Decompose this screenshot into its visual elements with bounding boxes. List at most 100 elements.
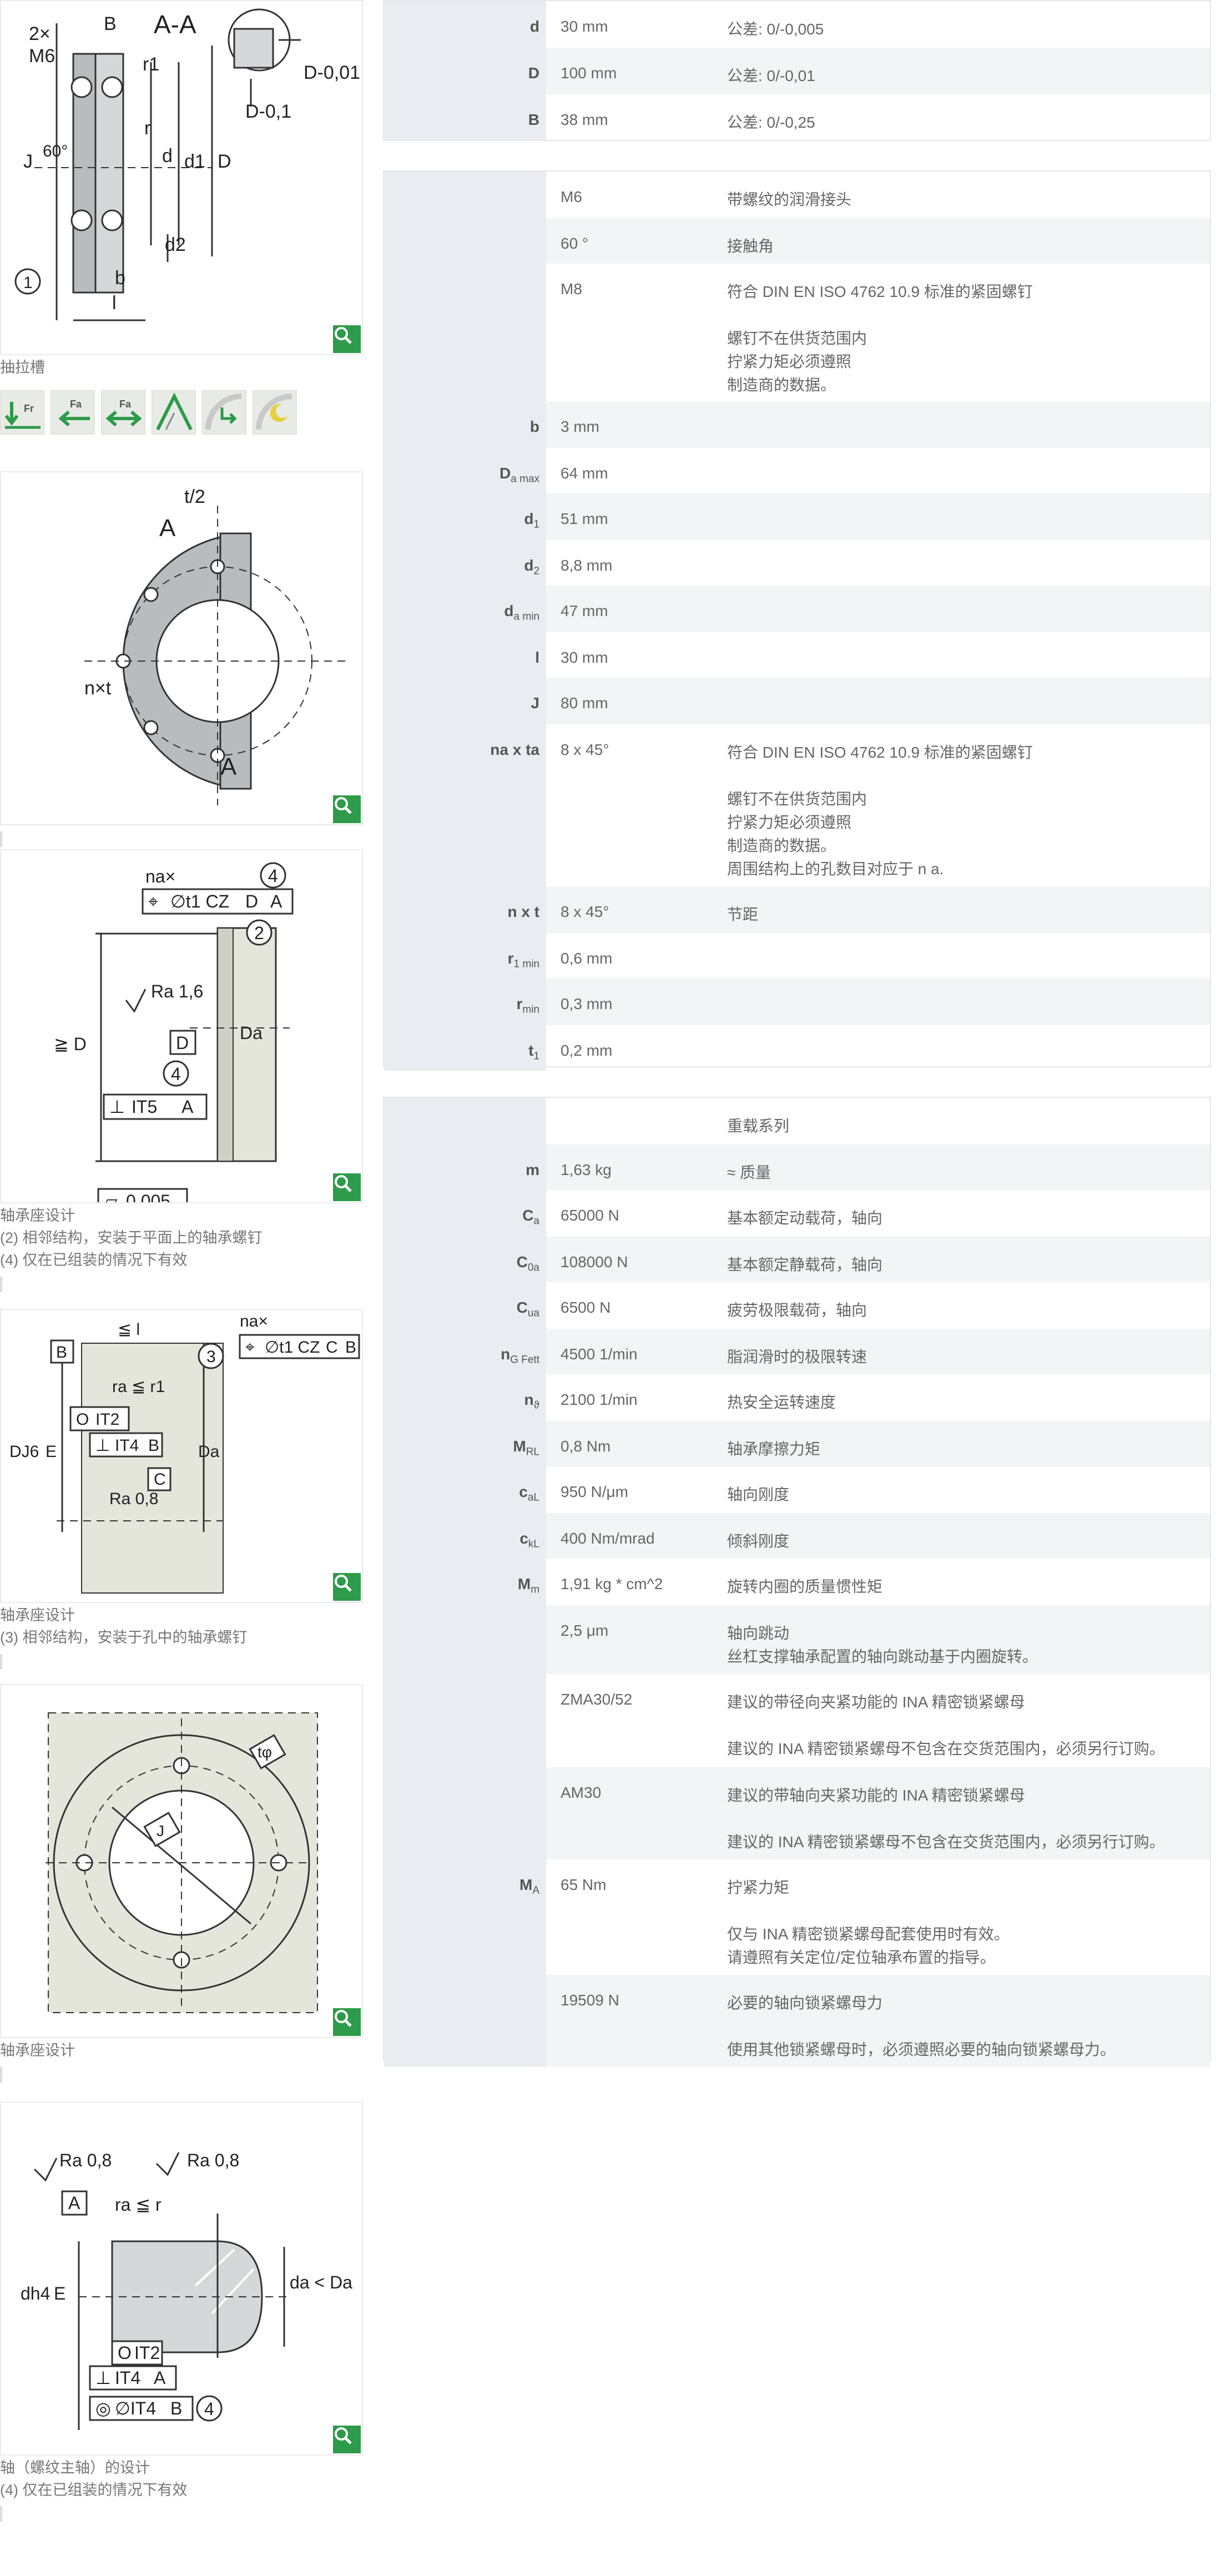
- caption-fig6-note4: (4) 仅在已组装的情况下有效: [0, 2482, 188, 2498]
- row-description: 建议的带径向夹紧功能的 INA 精密锁紧螺母建议的 INA 精密锁紧螺母不包含在…: [727, 1691, 1165, 1761]
- description-line: 旋转内圈的质量惯性矩: [727, 1578, 883, 1595]
- row-value: 19509 N: [561, 1992, 619, 2009]
- row-value: 64 mm: [561, 465, 608, 482]
- fig2-label-nxt: n×t: [84, 678, 112, 699]
- row-label: MRL: [513, 1438, 539, 1458]
- row-value: 400 Nm/mrad: [561, 1530, 655, 1547]
- fig1-label-b: B: [104, 13, 117, 34]
- row-description: 疲劳极限载荷，轴向: [727, 1299, 867, 1322]
- description-line: 公差: 0/-0,01: [727, 67, 815, 84]
- zoom-button[interactable]: [333, 1573, 361, 1601]
- fig6-label-it4: IT4: [115, 2368, 140, 2388]
- housing-design-hole-drawing: B ≦ l na× ⌖ ∅t1 CZ C B 3 ra ≦ r1 O IT2 ⊥…: [0, 1309, 363, 1603]
- description-line: 轴向跳动: [727, 1625, 790, 1642]
- angle-icon: [152, 390, 196, 435]
- fig1-label-m6: M6: [29, 46, 55, 67]
- zoom-button[interactable]: [333, 325, 361, 353]
- hole-pattern-svg: tφ J: [46, 1712, 318, 2013]
- row-value: 950 N/μm: [561, 1483, 628, 1500]
- ball-bottom-left: [70, 209, 93, 231]
- row-label: t1: [528, 1042, 539, 1062]
- fig3-label-na: na×: [145, 866, 175, 886]
- row-label: d2: [524, 557, 539, 577]
- fig4-label-it4: IT4: [115, 1436, 139, 1455]
- divider-tick: [0, 1654, 2, 1670]
- zoom-button[interactable]: [333, 1173, 361, 1201]
- zoom-button[interactable]: [333, 795, 361, 823]
- row-description: 符合 DIN EN ISO 4762 10.9 标准的紧固螺钉螺钉不在供货范围内…: [727, 741, 1033, 881]
- row-label-cell: Ca: [384, 1190, 546, 1237]
- row-label: nϑ: [524, 1391, 540, 1411]
- fig4-label-o: O: [76, 1410, 89, 1429]
- fig1-label-r1: r1: [143, 54, 159, 75]
- description-line: 拧紧力矩必须遵照: [727, 353, 852, 370]
- row-description: 基本额定动载荷，轴向: [727, 1207, 882, 1230]
- description-line: [727, 2015, 1116, 2038]
- housing-plane-svg: na× 4 ⌖ ∅t1 CZ D A 2 Ra 1,6 ≧ D Da D 4 ⊥…: [54, 862, 294, 1202]
- fig1-label-d001: D-0,01: [304, 62, 360, 83]
- row-value: 30 mm: [561, 18, 608, 35]
- caption-fig3-note2: (2) 相邻结构，安装于平面上的轴承螺钉: [0, 1229, 263, 1246]
- row-value: 0,3 mm: [561, 995, 613, 1012]
- fig3-label-pos: ⌖: [148, 891, 158, 911]
- row-label: C0a: [516, 1253, 539, 1274]
- fig5-label-tphi: tφ: [258, 1743, 272, 1761]
- zoom-icon: [335, 2010, 352, 2027]
- description-line: 拧紧力矩: [727, 1879, 790, 1896]
- fig6-label-4: 4: [204, 2399, 214, 2419]
- fig4-label-it2: IT2: [95, 1410, 119, 1429]
- fig4-label-c-box: C: [154, 1470, 166, 1489]
- icon-label-fr: Fr: [24, 403, 34, 414]
- fig6-label-it2: IT2: [134, 2343, 160, 2363]
- fig3-label-ra16: Ra 1,6: [151, 981, 203, 1001]
- bearing-section-svg: 2× M6 B A-A r1 D-0,01 D-0,1 r J 60° d d1…: [14, 8, 360, 321]
- fig3-label-gtd: ≧ D: [54, 1034, 87, 1054]
- row-label-cell: B: [384, 94, 546, 140]
- description-line: 必要的轴向锁紧螺母力: [727, 1994, 883, 2012]
- fig4-label-t1cz: ∅t1 CZ: [265, 1338, 320, 1357]
- description-line: 丝杠支撑轴承配置的轴向跳动基于内圈旋转。: [727, 1648, 1038, 1665]
- fig3-label-a: A: [270, 891, 282, 911]
- row-label-cell: [384, 1975, 546, 2067]
- row-description: 带螺纹的润滑接头: [727, 188, 851, 211]
- zoom-button[interactable]: [333, 2426, 361, 2453]
- load-type-icons: Fr Fa Fa: [0, 390, 300, 436]
- description-line: 倾斜刚度: [727, 1533, 790, 1550]
- row-label-cell: n x t: [384, 886, 546, 933]
- description-line: [727, 1807, 1165, 1831]
- fig3-label-d: D: [245, 891, 258, 911]
- flange-view-drawing: t/2 A n×t A: [0, 471, 363, 825]
- description-line: [727, 764, 1033, 788]
- row-label-cell: da min: [384, 586, 546, 632]
- row-value: 6500 N: [561, 1299, 611, 1316]
- row-description: 热安全运转速度: [727, 1391, 836, 1414]
- icon-label-fa-1: Fa: [70, 399, 82, 410]
- row-label: r1 min: [507, 950, 539, 970]
- fig1-label-aa: A-A: [154, 10, 196, 39]
- row-label-cell: rmin: [384, 979, 546, 1025]
- description-line: 螺钉不在供货范围内: [727, 790, 867, 808]
- divider-tick: [0, 2067, 2, 2083]
- zoom-button[interactable]: [333, 2008, 361, 2036]
- description-line: 符合 DIN EN ISO 4762 10.9 标准的紧固螺钉: [727, 283, 1033, 300]
- description-line: 轴向刚度: [727, 1486, 790, 1503]
- row-label-cell: Cua: [384, 1282, 546, 1329]
- fig4-label-3: 3: [206, 1348, 216, 1366]
- housing-hole-svg: B ≦ l na× ⌖ ∅t1 CZ C B 3 ra ≦ r1 O IT2 ⊥…: [9, 1312, 360, 1594]
- fig3-label-2: 2: [254, 923, 264, 943]
- caption-fig4-note3: (3) 相邻结构，安装于孔中的轴承螺钉: [0, 1629, 248, 1646]
- fig1-label-d: d: [162, 145, 173, 167]
- fig6-label-e: E: [54, 2283, 65, 2303]
- bearing-section-drawing: 2× M6 B A-A r1 D-0,01 D-0,1 r J 60° d d1…: [0, 0, 363, 355]
